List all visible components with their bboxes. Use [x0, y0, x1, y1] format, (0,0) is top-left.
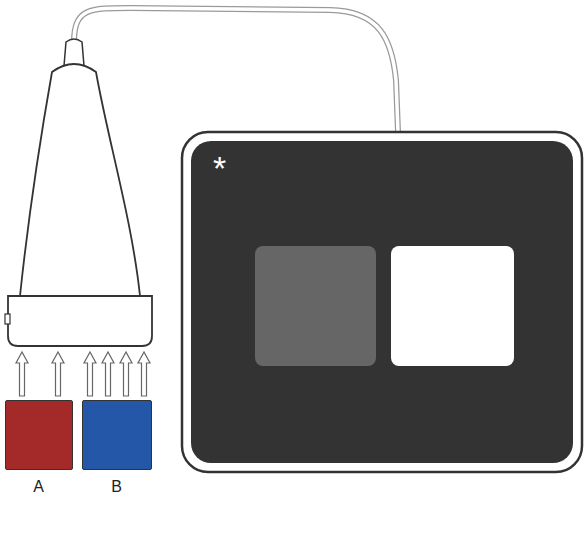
white-echo-square [391, 246, 514, 366]
probe-notch [5, 314, 10, 324]
probe-cable [74, 8, 398, 132]
echo-arrow [138, 352, 150, 396]
box-label: B [111, 479, 122, 495]
echo-arrow [84, 352, 96, 396]
probe-head [8, 296, 152, 346]
monitor-frame [182, 132, 582, 472]
probe-handle [20, 64, 140, 296]
echo-arrow [52, 352, 64, 396]
blue-target-box: B [82, 400, 152, 470]
monitor-screen-node: * [191, 141, 573, 463]
probe-cable-core [74, 8, 398, 132]
red-target-box: A [5, 400, 73, 470]
screen-marker: * [213, 151, 226, 185]
echo-arrow [120, 352, 132, 396]
echo-arrow [102, 352, 114, 396]
strain-relief [64, 39, 84, 66]
echo-arrow [16, 352, 28, 396]
monitor-screen [191, 141, 573, 463]
box-label: A [33, 479, 44, 495]
grey-echo-square [255, 246, 376, 366]
